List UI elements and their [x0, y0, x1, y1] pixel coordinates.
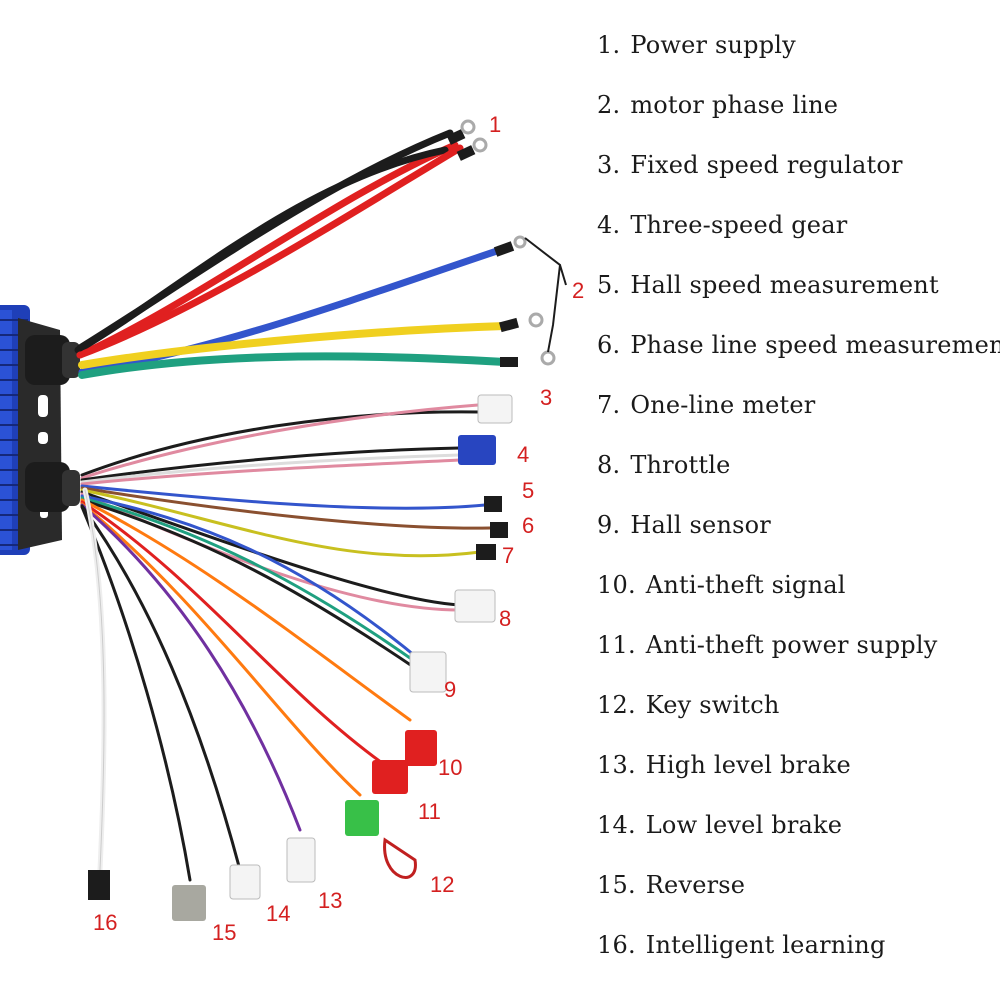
callout-11: 11: [418, 799, 441, 824]
callout-16: 16: [93, 910, 117, 935]
legend-item-number: 13.: [597, 751, 636, 779]
legend-item-text: Hall sensor: [630, 511, 771, 539]
legend-item-text: Phase line speed measurement: [630, 331, 1000, 359]
callout-3: 3: [540, 385, 552, 410]
callout-14: 14: [266, 901, 290, 926]
callout-15: 15: [212, 920, 236, 945]
legend-item-number: 12.: [597, 691, 636, 719]
legend-item: 8. Throttle: [597, 448, 1000, 508]
callout-4: 4: [517, 442, 529, 467]
legend-item: 6. Phase line speed measurement: [597, 328, 1000, 388]
legend-item-text: Hall speed measurement: [630, 271, 939, 299]
legend-item: 13. High level brake: [597, 748, 1000, 808]
callout-6: 6: [522, 513, 534, 538]
callout-8: 8: [499, 606, 511, 631]
legend-item: 4. Three-speed gear: [597, 208, 1000, 268]
connectors: [88, 394, 513, 921]
legend-item-number: 14.: [597, 811, 636, 839]
callout-2: 2: [572, 278, 584, 303]
legend-item: 7. One-line meter: [597, 388, 1000, 448]
legend-item-number: 15.: [597, 871, 636, 899]
callout-5: 5: [522, 478, 534, 503]
legend-item: 12. Key switch: [597, 688, 1000, 748]
callout-9: 9: [444, 677, 456, 702]
power-and-phase-wires: [74, 129, 509, 379]
legend-item: 9. Hall sensor: [597, 508, 1000, 568]
legend-item-text: High level brake: [645, 751, 851, 779]
legend-item-text: Reverse: [645, 871, 746, 899]
legend-item-text: motor phase line: [630, 91, 839, 119]
legend-item-text: Fixed speed regulator: [630, 151, 903, 179]
callout-12: 12: [430, 872, 454, 897]
controller-body: [0, 305, 80, 555]
legend-item-number: 5.: [597, 271, 621, 299]
legend-item-text: Intelligent learning: [645, 931, 886, 959]
callout-2-bracket: [524, 237, 567, 353]
legend-item: 2. motor phase line: [597, 88, 1000, 148]
legend-item-text: Anti-theft signal: [645, 571, 846, 599]
legend-item: 10. Anti-theft signal: [597, 568, 1000, 628]
legend-item-number: 7.: [597, 391, 621, 419]
legend-item-text: Key switch: [645, 691, 780, 719]
legend-item-number: 3.: [597, 151, 621, 179]
legend-item-number: 1.: [597, 31, 621, 59]
legend-item: 1. Power supply: [597, 28, 1000, 88]
legend-list: 1. Power supply 2. motor phase line 3. Fixed …: [597, 28, 1000, 988]
callout-7: 7: [502, 543, 514, 568]
legend-item: 15. Reverse: [597, 868, 1000, 928]
legend-item: 16. Intelligent learning: [597, 928, 1000, 988]
legend-item-text: Low level brake: [645, 811, 843, 839]
legend-item-number: 16.: [597, 931, 636, 959]
callout-10: 10: [438, 755, 462, 780]
legend-item: 3. Fixed speed regulator: [597, 148, 1000, 208]
legend-item-text: Throttle: [630, 451, 731, 479]
legend-item-number: 9.: [597, 511, 621, 539]
legend-item-number: 4.: [597, 211, 621, 239]
signal-harness: [80, 403, 492, 882]
legend-item-number: 11.: [597, 631, 636, 659]
legend-item-text: Power supply: [630, 31, 796, 59]
legend-item-number: 2.: [597, 91, 621, 119]
callout-1: 1: [489, 112, 501, 137]
legend-item-text: Three-speed gear: [630, 211, 848, 239]
ring-terminals: [446, 119, 556, 367]
legend-item-text: Anti-theft power supply: [645, 631, 938, 659]
legend-item: 11. Anti-theft power supply: [597, 628, 1000, 688]
legend-item: 14. Low level brake: [597, 808, 1000, 868]
callout-13: 13: [318, 888, 342, 913]
legend-item-number: 8.: [597, 451, 621, 479]
legend-item-text: One-line meter: [630, 391, 816, 419]
legend-item-number: 10.: [597, 571, 636, 599]
legend-item-number: 6.: [597, 331, 621, 359]
legend-item: 5. Hall speed measurement: [597, 268, 1000, 328]
